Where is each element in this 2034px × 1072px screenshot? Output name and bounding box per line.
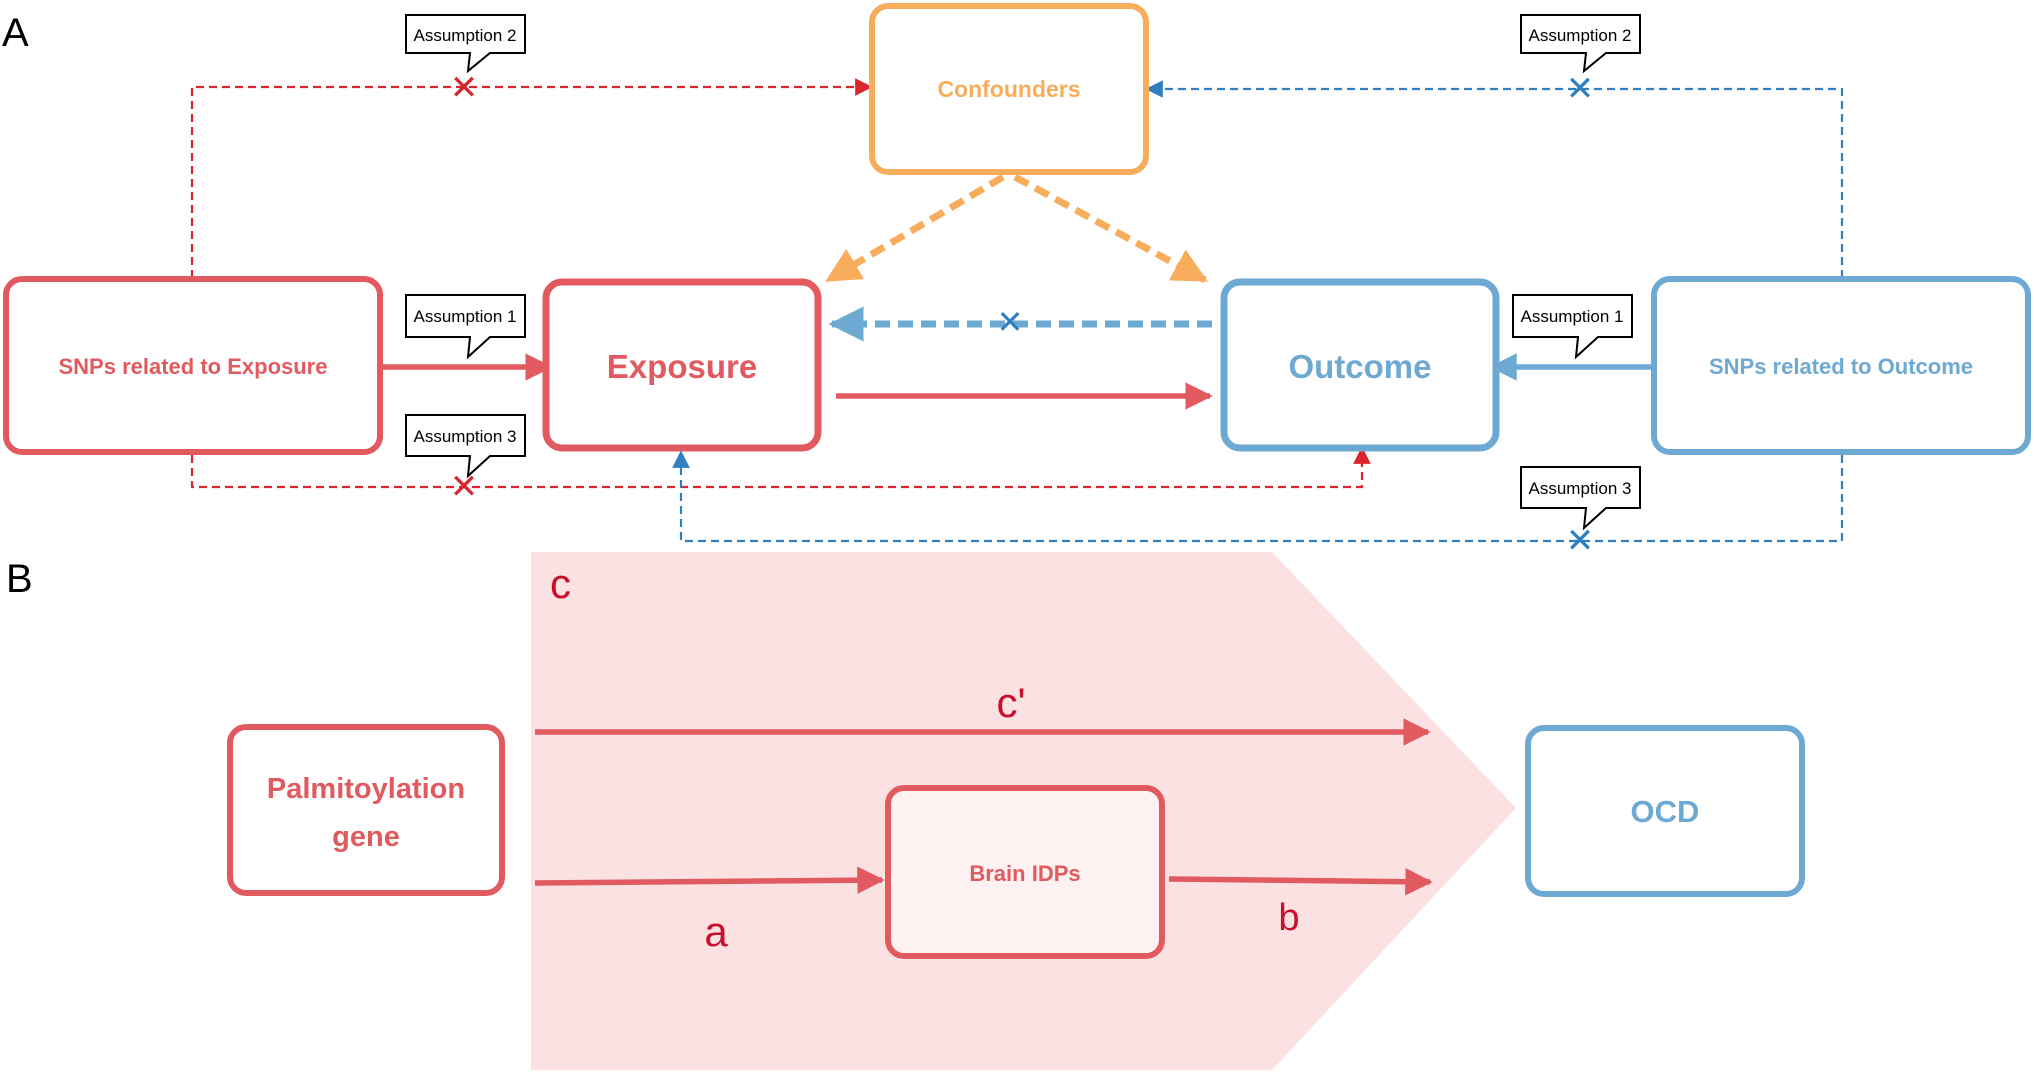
- panel-b-label: B: [6, 557, 33, 601]
- brain-idps-box: [885, 785, 1165, 959]
- callout-assumption2-left: Assumption 2: [405, 14, 526, 74]
- assumption3-right-path: [672, 450, 1844, 543]
- callout-assumption2-left-text: Assumption 2: [414, 26, 517, 45]
- assumption3-left-path: [190, 446, 1371, 489]
- snps-exposure-box: [3, 276, 383, 455]
- callout-assumption1-right: Assumption 1: [1512, 294, 1633, 360]
- callout-assumption3-right-text: Assumption 3: [1529, 479, 1632, 498]
- cross-icon-assumption2-left: ✕: [450, 69, 479, 107]
- path-a-arrow: [534, 866, 885, 894]
- cross-icon-reverse-causation: ✕: [997, 304, 1024, 340]
- palmitoylation-gene-box: [227, 724, 505, 896]
- callout-assumption1-right-text: Assumption 1: [1521, 307, 1624, 326]
- exposure-box: [542, 278, 822, 452]
- confounders-label: Confounders: [937, 76, 1080, 102]
- palmitoylation-gene-line1: Palmitoylation: [267, 773, 465, 805]
- callout-assumption2-right-text: Assumption 2: [1529, 26, 1632, 45]
- palmitoylation-gene-line2: gene: [332, 821, 400, 853]
- callout-assumption2-right: Assumption 2: [1520, 14, 1641, 74]
- callout-assumption3-left-text: Assumption 3: [414, 427, 517, 446]
- path-b-label: b: [1278, 897, 1299, 939]
- panel-a-label: A: [2, 11, 29, 55]
- ocd-label: OCD: [1631, 794, 1700, 829]
- assumption2-right-path: [1145, 80, 1844, 278]
- snps-exposure-label: SNPs related to Exposure: [59, 354, 328, 379]
- exposure-label: Exposure: [607, 348, 757, 385]
- outcome-box: [1220, 278, 1500, 452]
- path-b-arrow: [1168, 867, 1433, 896]
- callout-assumption3-right: Assumption 3: [1520, 466, 1641, 531]
- cross-icon-assumption3-right: ✕: [1566, 522, 1595, 560]
- callout-assumption1-left-text: Assumption 1: [414, 307, 517, 326]
- confounders-box: [869, 3, 1149, 175]
- snps-outcome-label: SNPs related to Outcome: [1709, 354, 1973, 379]
- assumption2-left-path: [190, 78, 873, 278]
- snps-outcome-box: [1651, 276, 2031, 455]
- path-a-label: a: [704, 908, 728, 955]
- callout-assumption3-left: Assumption 3: [405, 414, 526, 479]
- cross-icon-assumption2-right: ✕: [1566, 70, 1595, 108]
- confounders-to-exposure-arrow: [824, 173, 1005, 284]
- brain-idps-label: Brain IDPs: [969, 861, 1080, 886]
- direct-effect-label: c': [996, 679, 1025, 726]
- ocd-box: [1525, 725, 1805, 897]
- confounders-to-outcome-arrow: [1013, 173, 1209, 284]
- cross-icon-assumption3-left: ✕: [450, 468, 479, 506]
- outcome-label: Outcome: [1288, 348, 1431, 385]
- callout-assumption1-left: Assumption 1: [405, 294, 526, 360]
- total-effect-label: c: [550, 560, 571, 607]
